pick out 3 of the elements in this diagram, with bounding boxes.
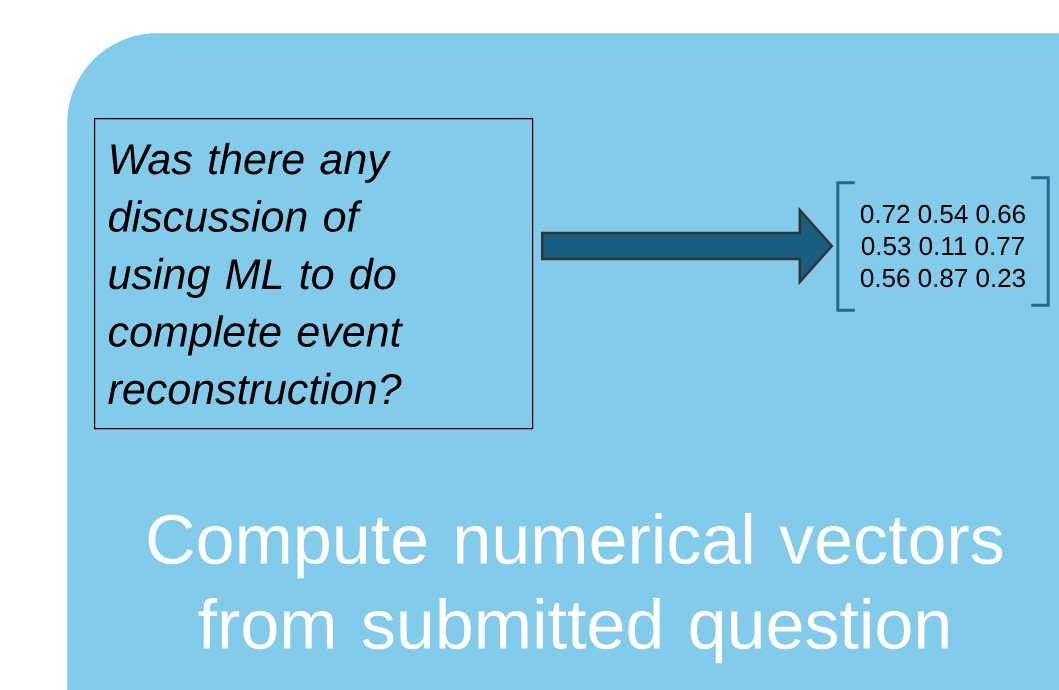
vector-matrix: 0.72 0.54 0.66 0.53 0.11 0.77 0.56 0.87 0.23 bbox=[836, 176, 1050, 312]
question-box: Was there any discussion of using ML to do complete event reconstruction? bbox=[94, 118, 534, 430]
block-arrow bbox=[540, 206, 834, 286]
